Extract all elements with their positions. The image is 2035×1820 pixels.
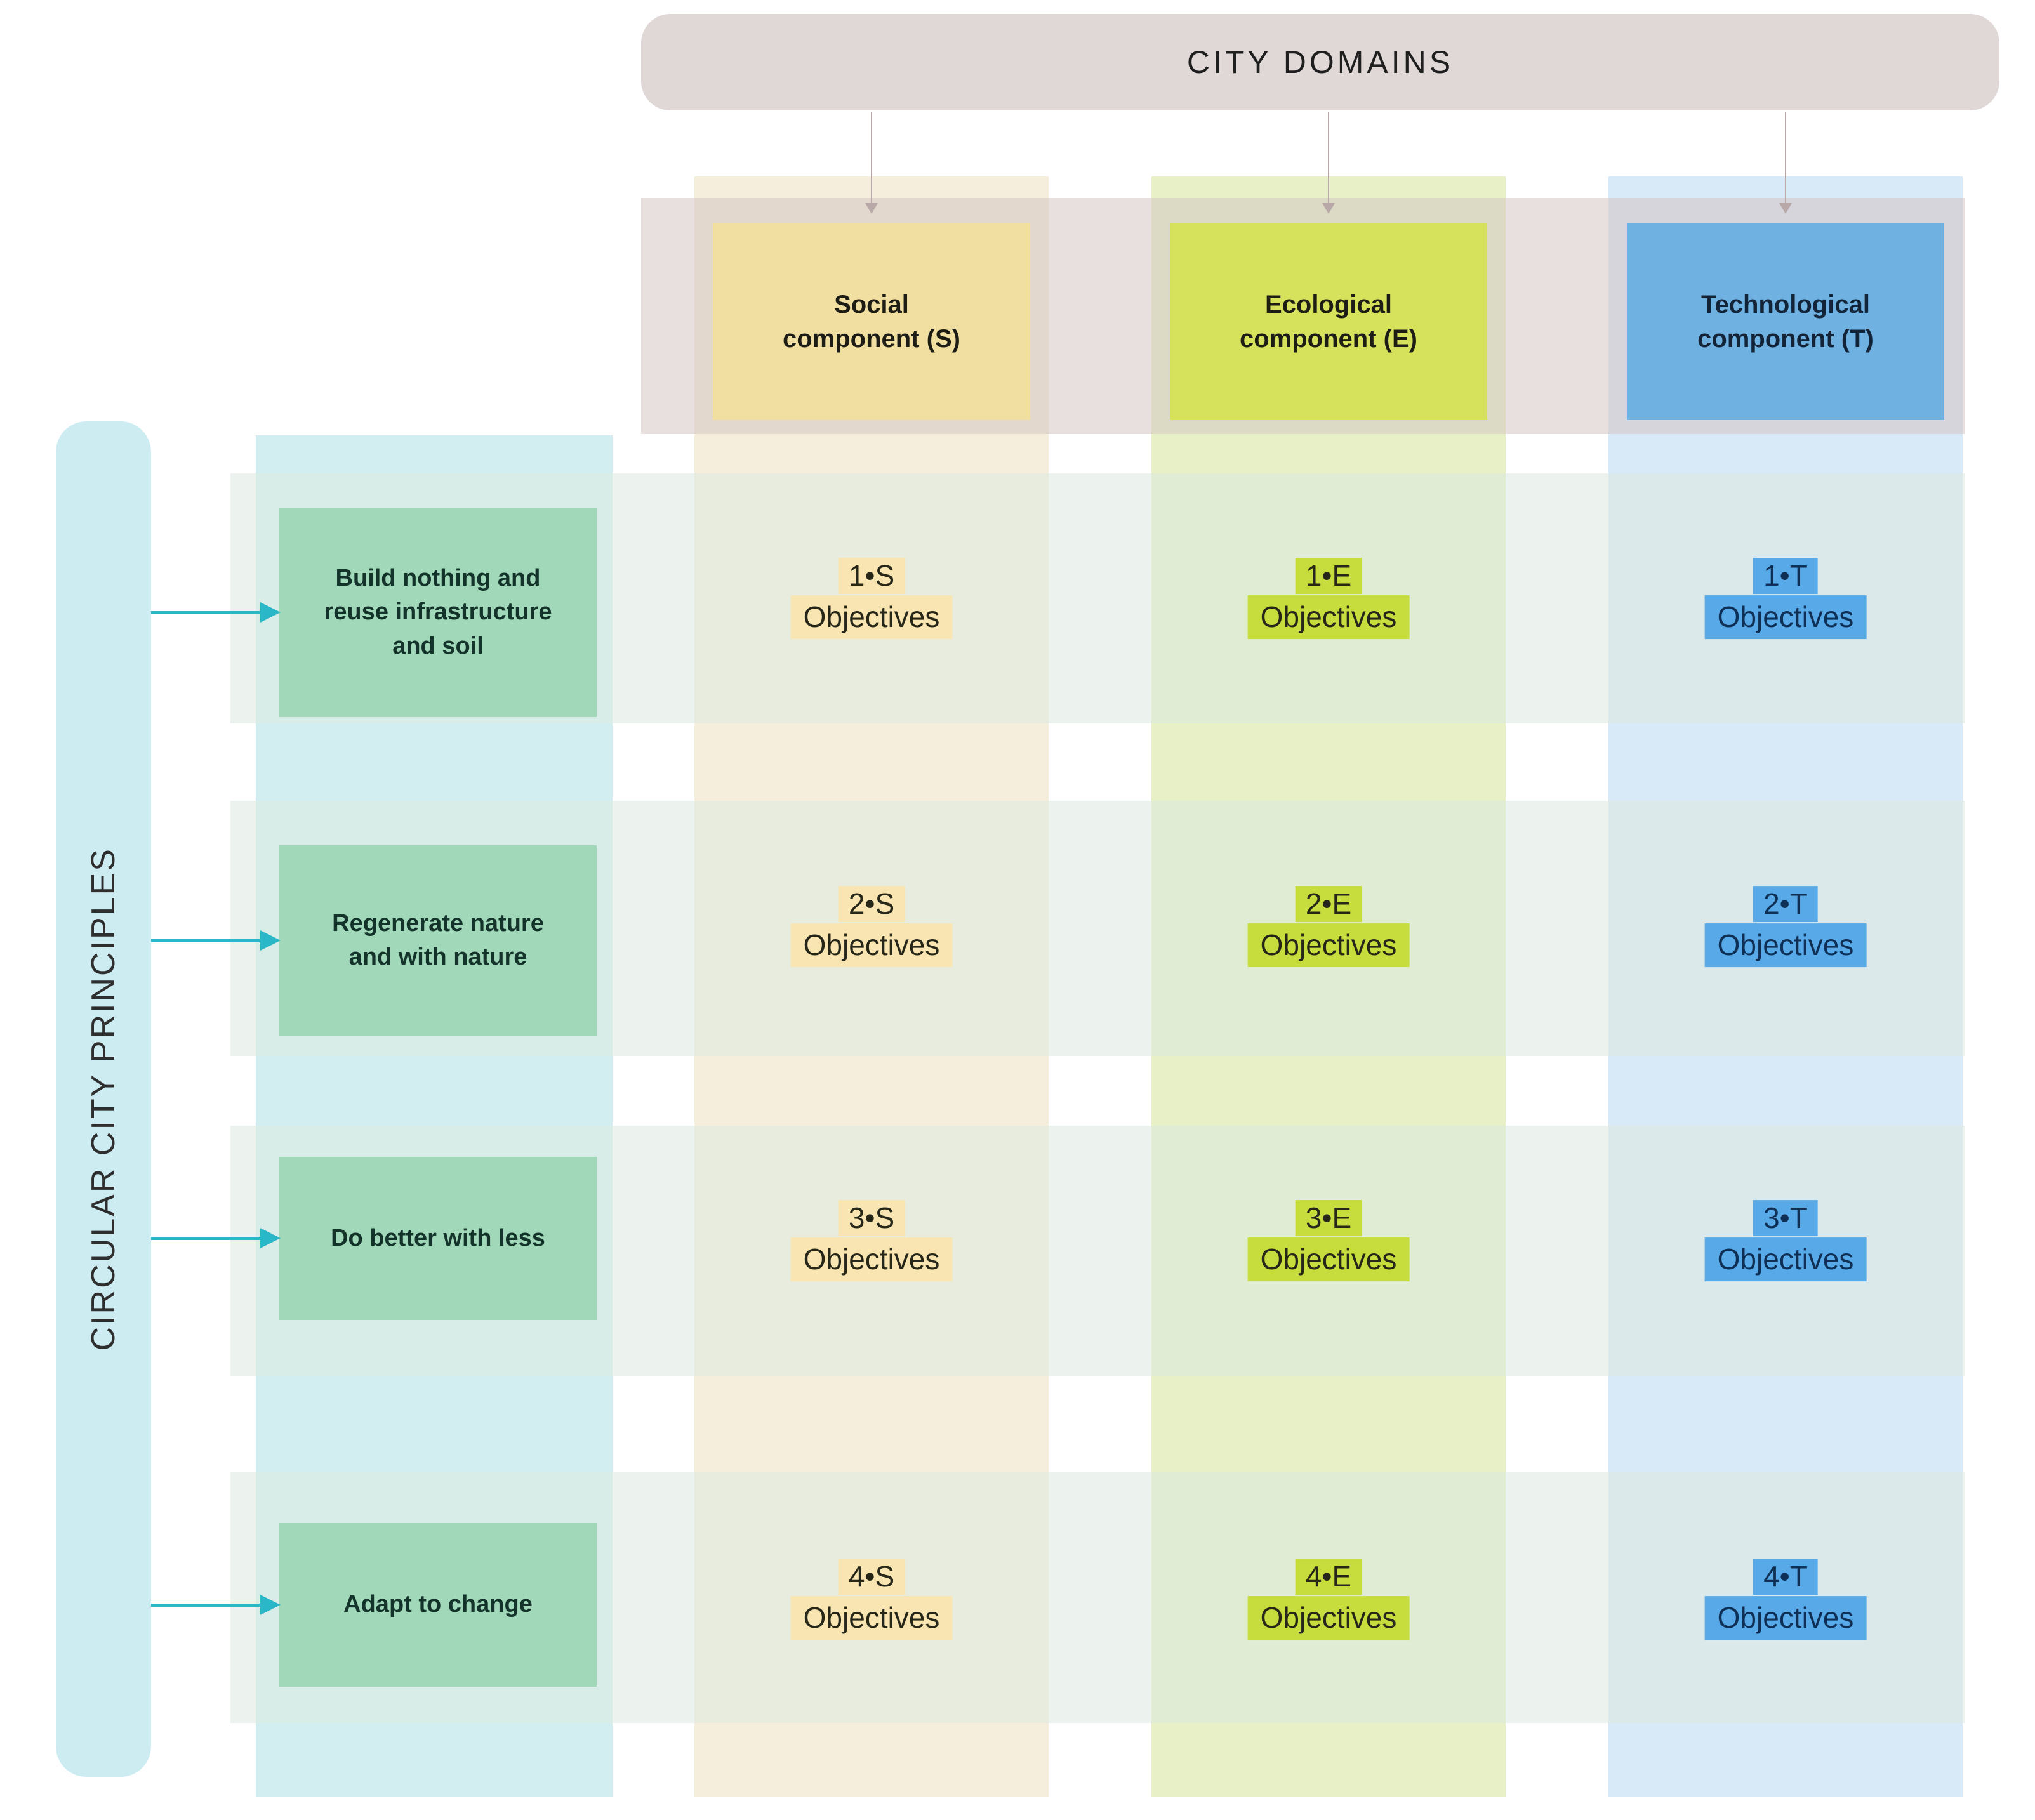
cell-code: 3•E (1295, 1200, 1362, 1236)
cell-caption: Objectives (790, 595, 953, 639)
cell-caption: Objectives (1704, 1237, 1867, 1281)
cell-code: 4•T (1753, 1559, 1818, 1595)
city-domains-title: CITY DOMAINS (1186, 44, 1454, 80)
principle-arrow-4 (151, 1604, 264, 1607)
cell-code: 1•T (1753, 558, 1818, 594)
column-header-social: Social component (S) (713, 223, 1030, 420)
principle-box-2: Regenerate nature and with nature (279, 845, 597, 1036)
down-arrow-social (871, 112, 872, 204)
principle-box-4: Adapt to change (279, 1523, 597, 1687)
cell-code: 3•S (838, 1200, 905, 1236)
column-header-technological: Technological component (T) (1627, 223, 1944, 420)
down-arrow-head-ecological (1322, 203, 1335, 214)
cell-code: 1•S (838, 558, 905, 594)
principle-box-3: Do better with less (279, 1157, 597, 1320)
cell-code: 4•E (1295, 1559, 1362, 1595)
down-arrow-ecological (1328, 112, 1329, 204)
cell-caption: Objectives (790, 923, 953, 967)
cell-code: 3•T (1753, 1200, 1818, 1236)
cell-caption: Objectives (1247, 1596, 1410, 1640)
cell-caption: Objectives (1247, 595, 1410, 639)
principle-box-1: Build nothing and reuse infrastructure a… (279, 508, 597, 717)
cell-caption: Objectives (790, 1596, 953, 1640)
principle-arrow-3 (151, 1237, 264, 1240)
cell-code: 1•E (1295, 558, 1362, 594)
cell-code: 2•S (838, 886, 905, 922)
principle-arrow-head-1 (260, 602, 281, 623)
principle-arrow-1 (151, 611, 264, 614)
cell-code: 2•T (1753, 886, 1818, 922)
principle-arrow-2 (151, 939, 264, 942)
cell-code: 4•S (838, 1559, 905, 1595)
cell-caption: Objectives (790, 1237, 953, 1281)
cell-caption: Objectives (1704, 595, 1867, 639)
principle-arrow-head-3 (260, 1228, 281, 1248)
down-arrow-technological (1785, 112, 1786, 204)
cell-code: 2•E (1295, 886, 1362, 922)
principle-arrow-head-4 (260, 1595, 281, 1615)
circular-city-principles-title: CIRCULAR CITY PRINCIPLES (85, 847, 122, 1351)
cell-caption: Objectives (1704, 923, 1867, 967)
circular-city-principles-bar: CIRCULAR CITY PRINCIPLES (56, 421, 151, 1777)
cell-caption: Objectives (1247, 1237, 1410, 1281)
principle-arrow-head-2 (260, 930, 281, 951)
down-arrow-head-technological (1779, 203, 1792, 214)
city-domains-header: CITY DOMAINS (641, 14, 1999, 110)
column-header-ecological: Ecological component (E) (1170, 223, 1487, 420)
down-arrow-head-social (865, 203, 878, 214)
cell-caption: Objectives (1704, 1596, 1867, 1640)
cell-caption: Objectives (1247, 923, 1410, 967)
